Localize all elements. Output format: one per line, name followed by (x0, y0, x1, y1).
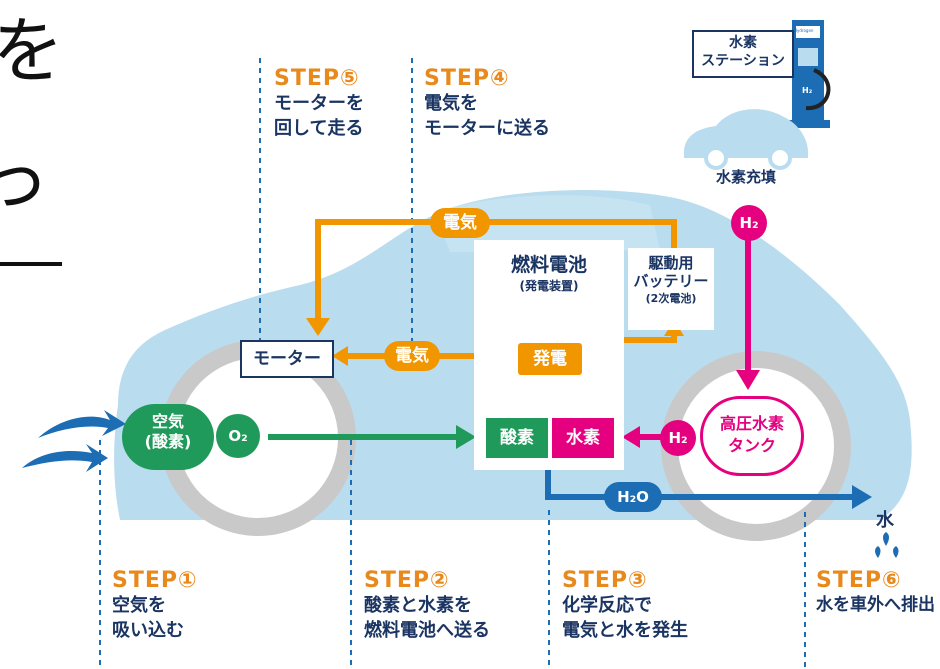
arrow-to-motor-top (306, 318, 330, 336)
battery-line1: 駆動用 (648, 254, 694, 272)
hydrogen-tank: 高圧水素 タンク (700, 396, 804, 476)
arrow-to-water (852, 485, 872, 509)
step-5-title: STEP⑤ (274, 66, 360, 91)
hydrogen-station-icon (786, 20, 831, 128)
step-1-line2: 吸い込む (112, 620, 184, 641)
air-line1: 空気 (151, 412, 184, 431)
step-2: STEP② 酸素と水素を 燃料電池へ送る (364, 568, 490, 643)
step-3-title: STEP③ (562, 568, 648, 593)
refueling-car-wheel-front (768, 146, 792, 170)
step-5-line1: モーターを (274, 93, 364, 114)
station-brand: Hydrogen (794, 28, 814, 33)
step-6-title: STEP⑥ (816, 568, 902, 593)
step-6: STEP⑥ 水を車外へ排出 (816, 568, 940, 618)
step-6-line1: 水を車外へ排出 (816, 595, 935, 615)
step-4-line2: モーターに送る (424, 118, 550, 139)
tank-line1: 高圧水素 (719, 414, 784, 433)
step-2-line1: 酸素と水素を (364, 595, 472, 616)
step-4-line1: 電気を (424, 93, 478, 114)
electricity-pill-mid: 電気 (384, 341, 440, 371)
step-5-line2: 回して走る (274, 118, 364, 139)
cropped-underline (0, 262, 62, 266)
step-2-line2: 燃料電池へ送る (364, 620, 490, 641)
step-1-line1: 空気を (112, 595, 166, 616)
generate-box: 発電 (518, 343, 582, 375)
water-flow (545, 470, 856, 500)
electricity-pill-top: 電気 (430, 208, 490, 238)
arrow-to-hydrogen (622, 426, 640, 448)
arrow-to-oxygen (456, 425, 476, 449)
fuel-cell-subtitle: (発電装置) (519, 279, 579, 293)
fill-label: 水素充填 (716, 168, 777, 186)
refueling-car-wheel-rear (704, 146, 728, 170)
arrow-to-tank (736, 370, 760, 390)
water-drops-icon (875, 532, 899, 558)
arrow-to-motor-mid (332, 346, 348, 366)
tank-line2: タンク (727, 436, 776, 455)
air-circle: 空気 (酸素) (122, 404, 214, 470)
h2o-pill: H₂O (604, 482, 662, 512)
step-4: STEP④ 電気を モーターに送る (424, 66, 550, 141)
step-3-line2: 電気と水を発生 (562, 620, 688, 641)
h2-circle-tank: H₂ (660, 420, 696, 456)
hydrogen-station-sign: 水素 ステーション (692, 30, 794, 78)
step-1-title: STEP① (112, 568, 198, 593)
cropped-heading-char-2: っ (0, 137, 51, 221)
battery-box: 駆動用 バッテリー (2次電池) (628, 248, 714, 330)
o2-circle: O₂ (216, 414, 260, 458)
step-3: STEP③ 化学反応で 電気と水を発生 (562, 568, 688, 643)
hydrogen-box: 水素 (552, 418, 614, 458)
battery-line2: バッテリー (633, 272, 709, 290)
step-2-title: STEP② (364, 568, 450, 593)
air-intake-icon (22, 410, 126, 472)
step-3-line1: 化学反応で (562, 595, 652, 616)
h2-circle-top: H₂ (731, 205, 767, 241)
oxygen-box: 酸素 (486, 418, 548, 458)
station-sign-line2: ステーション (701, 53, 785, 69)
station-nozzle-label: H₂ (802, 86, 813, 95)
water-label: 水 (876, 510, 894, 531)
step-1: STEP① 空気を 吸い込む (112, 568, 198, 643)
fuel-cell-title: 燃料電池 (510, 254, 587, 276)
refueling-car-icon (684, 109, 808, 158)
step-dividers (99, 58, 806, 669)
cropped-heading-char-1: を (0, 9, 65, 93)
step-4-title: STEP④ (424, 66, 510, 91)
air-line2: (酸素) (144, 432, 192, 451)
motor-box: モーター (240, 340, 334, 378)
battery-line3: (2次電池) (645, 292, 697, 305)
station-sign-line1: 水素 (729, 35, 757, 51)
step-5: STEP⑤ モーターを 回して走る (274, 66, 364, 141)
